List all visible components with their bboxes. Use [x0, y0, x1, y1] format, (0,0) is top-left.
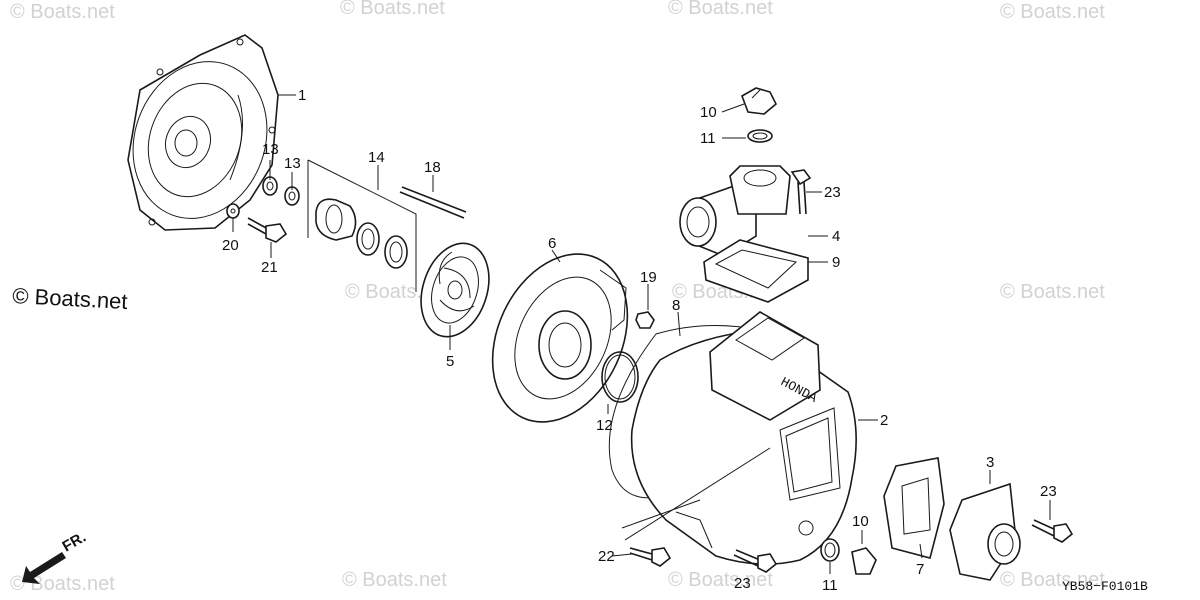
- callout-4: 4: [832, 228, 840, 245]
- watermark: © Boats.net: [668, 0, 773, 19]
- rear-cover-plate: [127, 34, 279, 231]
- diagram-code: YB58−F0101B: [1062, 579, 1148, 594]
- watermark-layer: © Boats.net © Boats.net © Boats.net © Bo…: [10, 0, 1105, 595]
- callout-labels: 1 13 13 14 18 20 21 5 6 19 8 12 2 3 23 4…: [222, 87, 1057, 594]
- watermark: © Boats.net: [1000, 281, 1105, 303]
- washer-20: [226, 203, 240, 219]
- callout-22: 22: [598, 548, 615, 565]
- callout-10: 10: [700, 104, 717, 121]
- cleanout-cover-3: [949, 482, 1021, 581]
- callout-13: 13: [284, 155, 301, 172]
- callout-18: 18: [424, 159, 441, 176]
- bolt-21: [247, 217, 288, 243]
- callout-8: 8: [672, 297, 680, 314]
- callout-2: 2: [880, 412, 888, 429]
- leader-lines: [232, 94, 1051, 574]
- callout-12: 12: [596, 417, 613, 434]
- front-label: FR.: [60, 529, 89, 556]
- bolt-23-right: [1031, 519, 1074, 543]
- callout-14: 14: [368, 149, 385, 166]
- callout-13: 13: [262, 141, 279, 158]
- callout-11: 11: [822, 577, 838, 594]
- callout-23: 23: [734, 575, 751, 592]
- callout-1: 1: [298, 87, 306, 104]
- bolt-22: [629, 547, 672, 567]
- volute-casing: [491, 253, 629, 423]
- pump-casing: HONDA: [630, 311, 857, 565]
- watermark: © Boats.net: [1000, 1, 1105, 23]
- watermark: © Boats.net: [668, 569, 773, 591]
- callout-11: 11: [700, 130, 716, 147]
- callout-21: 21: [261, 259, 278, 276]
- outlet-elbow: [679, 165, 791, 257]
- nut-19: [635, 311, 655, 329]
- watermark: © Boats.net: [342, 569, 447, 591]
- o-ring-12: [601, 351, 639, 403]
- callout-23: 23: [824, 184, 841, 201]
- cover-gasket-7: [883, 457, 945, 559]
- mechanical-seal-set: [307, 159, 417, 292]
- callout-3: 3: [986, 454, 994, 471]
- callout-9: 9: [832, 254, 840, 271]
- watermark: © Boats.net: [1000, 569, 1105, 591]
- callout-19: 19: [640, 269, 657, 286]
- bolt-23-bottom: [733, 549, 778, 573]
- drain-plug-10: [851, 547, 877, 575]
- bolt-23-top: [790, 169, 812, 215]
- callout-7: 7: [916, 561, 924, 578]
- watermark: © Boats.net: [10, 1, 115, 23]
- callout-20: 20: [222, 237, 239, 254]
- priming-cap-10: [741, 87, 777, 115]
- casing-gasket-8: [608, 324, 771, 499]
- washer-11a: [747, 129, 773, 143]
- callout-23: 23: [1040, 483, 1057, 500]
- watermark: © Boats.net: [10, 573, 115, 595]
- callout-5: 5: [446, 353, 454, 370]
- washer-11b: [820, 538, 840, 562]
- callout-6: 6: [548, 235, 556, 252]
- outlet-gasket-9: [703, 239, 809, 303]
- watermark-primary: © Boats.net: [12, 283, 128, 314]
- callout-10: 10: [852, 513, 869, 530]
- impeller: [420, 242, 490, 338]
- watermark: © Boats.net: [340, 0, 445, 19]
- stud-18: [399, 186, 467, 219]
